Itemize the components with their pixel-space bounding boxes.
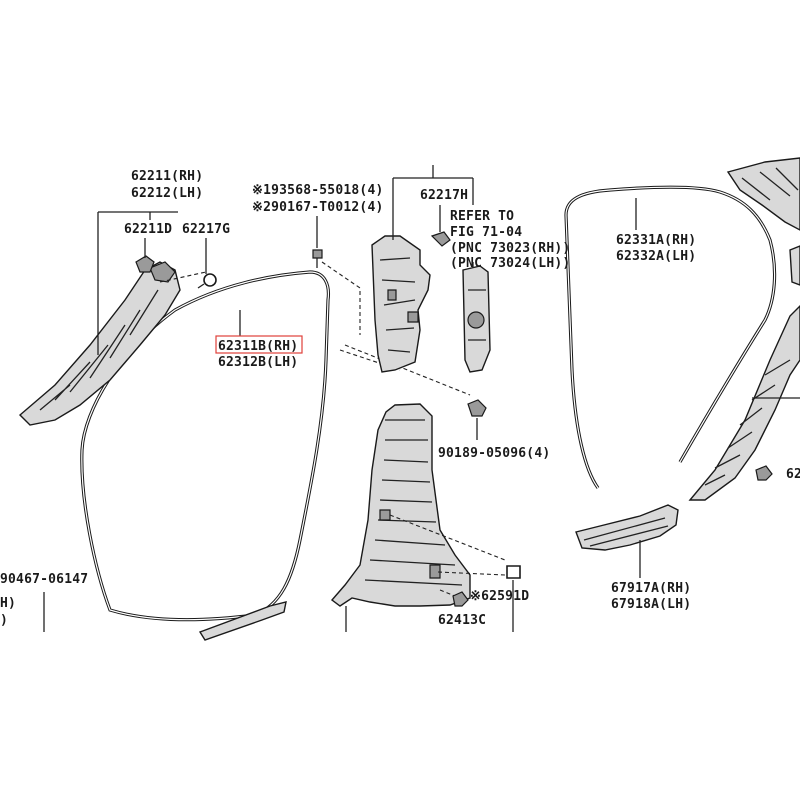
rear-quarter-trim-lower[interactable]	[688, 305, 800, 501]
label-62312b-lh: 62312B(LH)	[218, 355, 298, 370]
label-partial-rh: H)	[0, 596, 16, 611]
label-refer-4: (PNC 73024(LH))	[450, 256, 570, 271]
clip-90189-part	[467, 399, 487, 417]
label-62211d: 62211D	[124, 222, 172, 237]
label-partial-lh: )	[0, 613, 8, 628]
screw-part	[312, 249, 323, 268]
label-90189: 90189-05096(4)	[438, 446, 550, 461]
rear-door-weatherstrip[interactable]	[564, 185, 777, 489]
clip-62211d-part	[135, 255, 155, 273]
label-refer-1: REFER TO	[450, 209, 514, 224]
label-screw-2: ※290167-T0012(4)	[252, 200, 384, 215]
label-67918a-lh: 67918A(LH)	[611, 597, 691, 612]
label-62591d: ※62591D	[470, 589, 529, 604]
clip-62217h-part	[430, 231, 451, 247]
label-67917a-rh: 67917A(RH)	[611, 581, 691, 596]
label-refer-2: FIG 71-04	[450, 225, 522, 240]
label-62332a-lh: 62332A(LH)	[616, 249, 696, 264]
seatbelt-cover-part[interactable]	[462, 265, 491, 373]
label-90467: 90467-06147	[0, 572, 88, 587]
highlight-box	[215, 335, 303, 354]
label-62211-rh: 62211(RH)	[131, 169, 203, 184]
b-pillar-lower-garnish[interactable]	[330, 403, 471, 607]
clip-right-part	[755, 465, 773, 481]
scuff-plate[interactable]	[575, 504, 679, 551]
clip-62413c-part	[452, 591, 469, 607]
label-screw-1: ※193568-55018(4)	[252, 183, 384, 198]
label-62217h: 62217H	[420, 188, 468, 203]
rear-quarter-trim-upper	[726, 157, 800, 231]
label-62311b-rh: 62311B(RH)	[218, 339, 298, 354]
b-pillar-upper-garnish[interactable]	[371, 235, 431, 373]
label-62413c: 62413C	[438, 613, 486, 628]
label-62217g: 62217G	[182, 222, 230, 237]
a-pillar-garnish[interactable]	[18, 261, 181, 426]
label-partial-right: 62	[786, 467, 800, 482]
front-sill-piece	[198, 601, 287, 641]
label-refer-3: (PNC 73023(RH))	[450, 241, 570, 256]
dash-a-pillar	[159, 271, 207, 283]
clip-62217g-part	[197, 273, 217, 289]
right-edge-trim	[789, 245, 800, 286]
clip-62591d-part	[506, 565, 521, 579]
label-62331a-rh: 62331A(RH)	[616, 233, 696, 248]
label-62212-lh: 62212(LH)	[131, 186, 203, 201]
